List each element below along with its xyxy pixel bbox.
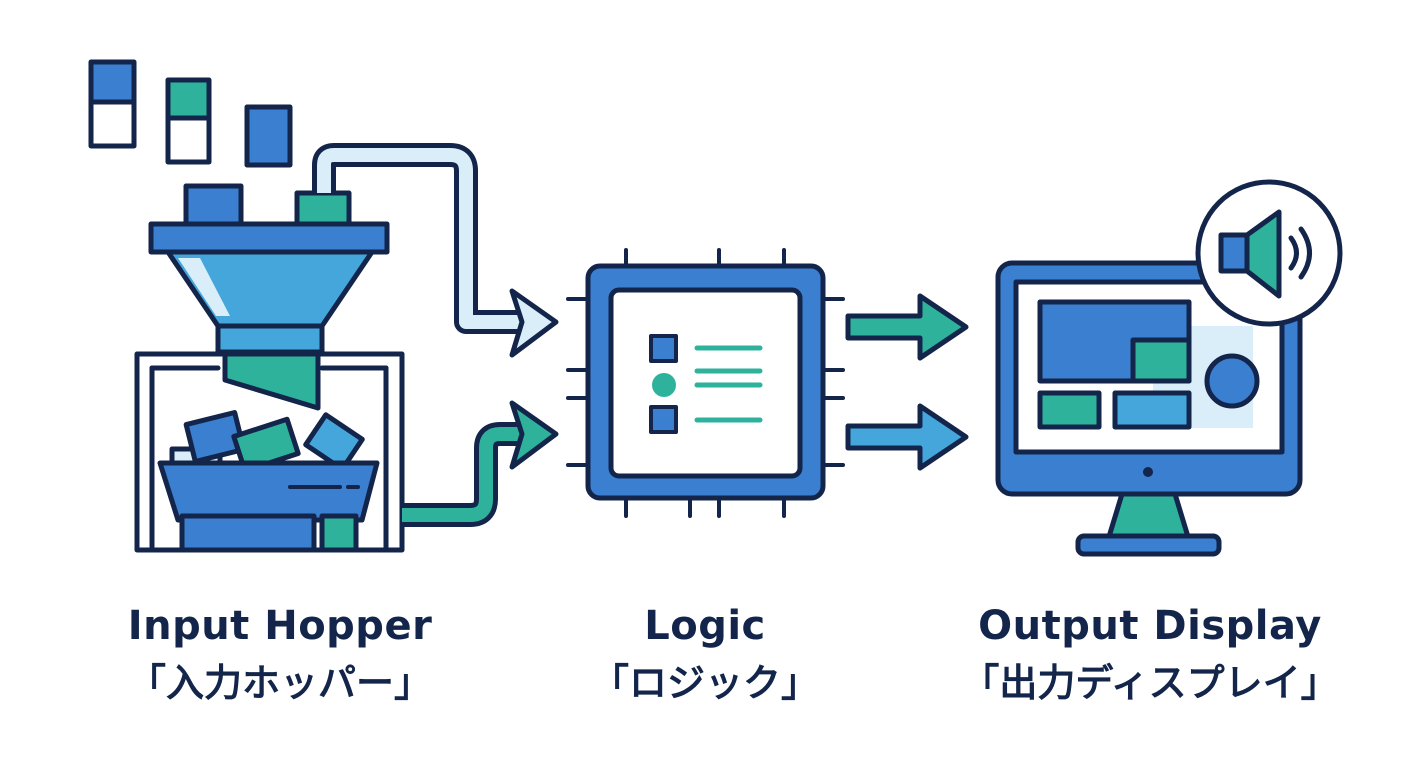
arrow-logic-to-output-top [845, 293, 969, 361]
stage-label-logic: Logic 「ロジック」 [505, 602, 905, 708]
stage-subtitle-input: 「入力ホッパー」 [127, 661, 432, 705]
chip-pins [566, 248, 845, 518]
arrow-head-icon [509, 400, 559, 470]
stage-label-output: Output Display 「出力ディスプレイ」 [940, 602, 1360, 708]
stage-title-input: Input Hopper [127, 603, 433, 649]
connector-lid-to-logic [312, 143, 559, 358]
chip-icon [566, 248, 845, 518]
stage-title-logic: Logic [644, 603, 766, 649]
monitor-icon [995, 260, 1303, 557]
stage-label-input: Input Hopper 「入力ホッパー」 [70, 602, 490, 708]
stage-subtitle-logic: 「ロジック」 [590, 661, 819, 705]
stage-subtitle-output: 「出力ディスプレイ」 [961, 661, 1339, 705]
connector-basin-to-logic [402, 400, 559, 527]
hopper-icon [88, 59, 405, 553]
stage-title-output: Output Display [978, 603, 1322, 649]
arrow-logic-to-output-bottom [845, 403, 969, 471]
falling-blocks [88, 59, 293, 168]
speaker-icon [1195, 179, 1343, 327]
arrow-head-icon [509, 288, 559, 358]
